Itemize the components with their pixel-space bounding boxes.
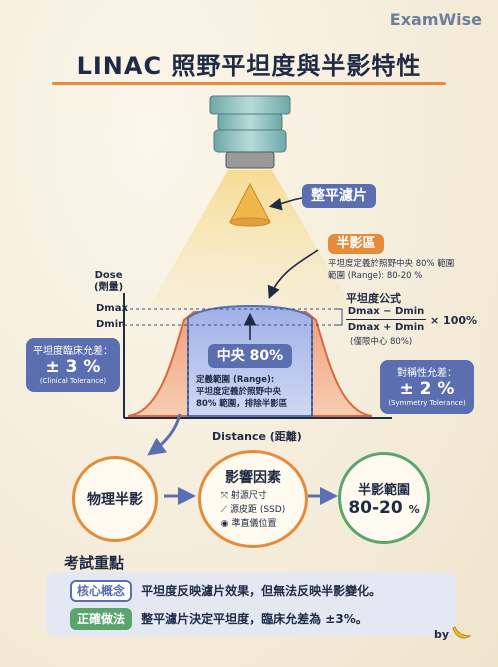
clinical-tolerance-value: ± 3 % (45, 357, 101, 377)
factors-title: 影響因素 (225, 470, 281, 486)
physical-penumbra-label: 物理半影 (87, 492, 143, 508)
factor-source-size: ⤧ 射源尺寸 (221, 489, 285, 503)
penumbra-range-unit: % (408, 502, 420, 516)
key-point-1: 核心概念 平坦度反映濾片效果，但無法反映半影變化。 (70, 580, 381, 602)
penumbra-desc-line-1: 平坦度定義於照野中央 80% 範圍 (328, 259, 455, 269)
factor-3-label: 準直儀位置 (231, 519, 277, 529)
location-pin-icon: ◉ (220, 519, 229, 529)
dmax-label: Dmax (96, 303, 128, 314)
title-underline (52, 82, 446, 85)
factor-1-label: 射源尺寸 (230, 491, 267, 501)
penumbra-label: 半影區 (328, 234, 384, 254)
formula-multiplier: × 100% (430, 314, 478, 327)
ruler-icon: ⟋ (220, 505, 228, 515)
y-axis-label: Dose (劑量) (94, 270, 123, 294)
penumbra-range-value: 80-20 (348, 497, 403, 518)
page-title: LINAC 照野平坦度與半影特性 (76, 52, 422, 80)
dmin-label: Dmin (96, 319, 126, 330)
signature-by: by (434, 628, 450, 641)
brand-logo: ExamWise (389, 10, 482, 29)
y-axis-label-en: Dose (94, 270, 123, 281)
banana-logo-icon (452, 626, 472, 639)
penumbra-range-title: 半影範圍 (357, 482, 410, 498)
penumbra-description: 平坦度定義於照野中央 80% 範圍 範圍 (Range): 80-20 % (328, 258, 488, 282)
range-desc-line-1: 定義範圍 (Range): (196, 375, 275, 385)
factor-ssd: ⟋ 源皮距 (SSD) (221, 503, 285, 517)
y-axis-label-zh: (劑量) (94, 282, 124, 293)
formula-note: (僅限中心 80%) (350, 337, 413, 347)
factors-circle: 影響因素 ⤧ 射源尺寸 ⟋ 源皮距 (SSD) ◉ 準直儀位置 (198, 450, 308, 548)
central-80-label: 中央 80% (208, 344, 292, 368)
flattening-filter-label: 整平濾片 (302, 184, 376, 208)
clinical-tolerance-en: (Clinical Tolerance) (39, 377, 107, 385)
range-desc-line-3: 80% 範圍，排除半影區 (196, 399, 288, 409)
penumbra-desc-line-2: 範圍 (Range): 80-20 % (328, 271, 423, 281)
core-concept-tag: 核心概念 (70, 580, 133, 602)
clinical-tolerance-title: 平坦度臨床允差： (33, 346, 113, 357)
penumbra-range-circle: 半影範圍 80-20 % (338, 452, 430, 544)
correct-approach-tag: 正確做法 (70, 608, 133, 630)
linac-head-icon (209, 95, 291, 169)
symmetry-tolerance-en: (Symmetry Tolerance) (388, 399, 466, 407)
range-desc-line-2: 平坦度定義於照野中央 (196, 387, 282, 397)
symmetry-tolerance-value: ± 2 % (399, 379, 455, 399)
flatness-formula: Dmax − Dmin Dmax + Dmin (346, 306, 426, 333)
symmetry-tolerance-box: 對稱性允差： ± 2 % (Symmetry Tolerance) (380, 360, 474, 414)
factor-2-label: 源皮距 (SSD) (229, 505, 286, 515)
x-axis-label: Distance (距離) (212, 430, 302, 443)
clinical-tolerance-box: 平坦度臨床允差： ± 3 % (Clinical Tolerance) (26, 338, 120, 392)
key-point-2: 正確做法 整平濾片決定平坦度，臨床允差為 ±3%。 (70, 608, 368, 630)
formula-numerator: Dmax − Dmin (346, 306, 426, 320)
expand-icon: ⤧ (220, 491, 228, 501)
key-point-1-text: 平坦度反映濾片效果，但無法反映半影變化。 (141, 584, 382, 598)
key-points-box: 核心概念 平坦度反映濾片效果，但無法反映半影變化。 正確做法 整平濾片決定平坦度… (46, 572, 456, 636)
range-description: 定義範圍 (Range): 平坦度定義於照野中央 80% 範圍，排除半影區 (196, 374, 306, 410)
formula-denominator: Dmax + Dmin (347, 322, 425, 333)
factor-collimator: ◉ 準直儀位置 (221, 517, 285, 531)
physical-penumbra-circle: 物理半影 (72, 456, 158, 542)
key-point-2-text: 整平濾片決定平坦度，臨床允差為 ±3%。 (141, 612, 368, 626)
radiation-beam (148, 170, 352, 310)
symmetry-tolerance-title: 對稱性允差： (397, 368, 457, 379)
formula-title: 平坦度公式 (346, 292, 401, 305)
key-points-heading: 考試重點 (64, 554, 125, 572)
